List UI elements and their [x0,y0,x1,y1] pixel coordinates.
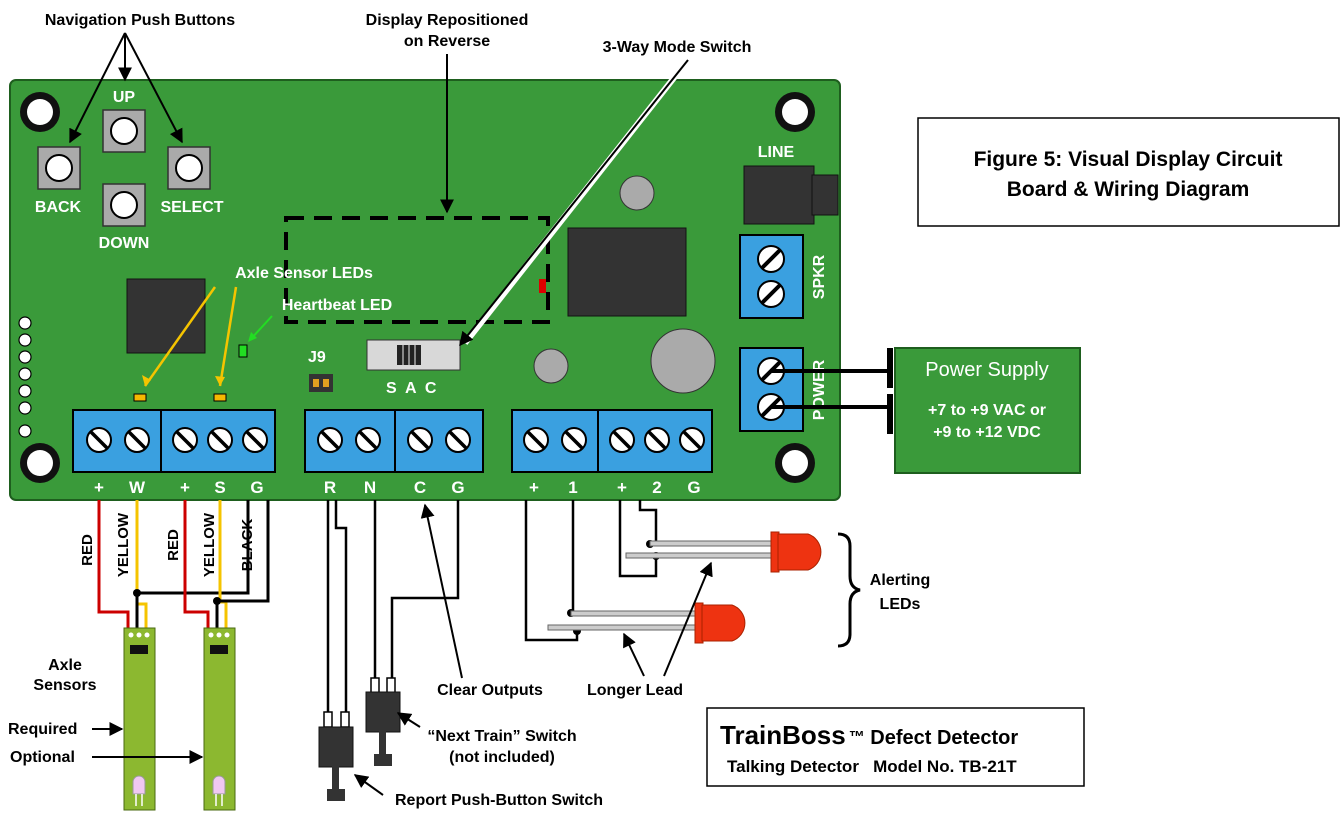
terminal-label: + [94,478,104,497]
switch-wires [326,500,460,713]
mounting-hole-icon [775,92,815,132]
line-jack[interactable] [743,165,815,225]
ic-chip [567,227,687,317]
power-supply [894,347,1081,474]
alerting-label-line2: LEDs [880,596,921,613]
select-label: SELECT [160,199,223,216]
line-label: LINE [758,144,795,161]
terminal-label: + [529,478,539,497]
terminal-label: W [129,478,146,497]
wire-label-black: BLACK [239,519,256,572]
alerting-bracket [837,532,861,648]
figure-title-box [917,117,1340,227]
optional-label: Optional [10,749,75,766]
up-button[interactable] [102,109,146,153]
axle-leds-label: Axle Sensor LEDs [235,265,373,282]
product-box [706,707,1085,787]
report-switch-label: Report Push-Button Switch [395,792,603,809]
axle-sensor-optional [203,627,236,811]
j9-label: J9 [308,349,326,366]
product-brand: TrainBoss [720,720,846,750]
terminal-label: G [250,478,263,497]
up-label: UP [113,89,136,106]
clear-outputs-label: Clear Outputs [437,682,543,699]
mounting-hole-icon [20,443,60,483]
line-jack-barrel [811,174,839,216]
terminal-label: S [214,478,225,497]
trademark: ™ [849,729,865,746]
required-label: Required [8,721,77,738]
alerting-led-2 [547,602,746,644]
figure-title-line2: Board & Wiring Diagram [1007,178,1250,201]
next-train-label-line2: (not included) [449,749,555,766]
back-label: BACK [35,199,82,216]
terminal-label: C [414,478,426,497]
mounting-hole-icon [775,443,815,483]
axle-led-1 [133,393,147,402]
power-supply-line2: +9 to +12 VDC [933,424,1041,441]
buzzer-icon [650,328,716,394]
power-supply-line1: +7 to +9 VAC or [928,402,1046,419]
display-label-line2: on Reverse [404,33,490,50]
down-label: DOWN [99,235,150,252]
wire-label-yellow-2: YELLOW [201,512,218,577]
terminal-label: + [617,478,627,497]
terminal-label: + [180,478,190,497]
mode-positions: S A C [386,380,437,397]
capacitor-icon [533,348,569,384]
report-switch [318,711,354,801]
red-smd-component [539,279,546,293]
axle-sensors-label-line1: Axle [48,657,82,674]
product-type: Defect Detector [865,727,1019,749]
terminal-label: G [687,478,700,497]
ic-chip [126,278,206,354]
mode-switch-label: 3-Way Mode Switch [603,39,752,56]
mounting-hole-icon [20,92,60,132]
mode-switch[interactable] [366,339,461,371]
alerting-label-line1: Alerting [870,572,930,589]
terminal-label: 2 [652,478,661,497]
wire-label-red-2: RED [165,529,182,561]
power-supply-wires [771,348,893,434]
j9-jumper[interactable] [309,374,333,392]
capacitor-icon [619,175,655,211]
heartbeat-label: Heartbeat LED [282,297,392,314]
axle-led-2 [213,393,227,402]
figure-title-line1: Figure 5: Visual Display Circuit [974,148,1283,171]
spkr-label: SPKR [811,254,828,299]
power-supply-title: Power Supply [925,359,1048,381]
longer-lead-label: Longer Lead [587,682,683,699]
led-wires [524,500,658,642]
axle-sensors-label-line2: Sensors [33,677,96,694]
back-button[interactable] [37,146,81,190]
alerting-led-1 [625,531,822,573]
select-button[interactable] [167,146,211,190]
terminal-label: N [364,478,376,497]
wire-label-yellow-1: YELLOW [115,512,132,577]
display-outline [284,216,550,324]
terminal-label: R [324,478,336,497]
display-label-line1: Display Repositioned [366,12,529,29]
down-button[interactable] [102,183,146,227]
terminal-label: G [451,478,464,497]
next-train-label-line1: “Next Train” Switch [427,728,576,745]
product-model: Talking Detector Model No. TB-21T [727,757,1017,776]
wire-label-red-1: RED [79,534,96,566]
heartbeat-led [238,344,248,358]
axle-sensor-required [123,627,156,811]
nav-buttons-label: Navigation Push Buttons [45,12,235,29]
next-train-switch [365,677,401,766]
terminal-label: 1 [568,478,577,497]
header-pins [18,316,32,438]
sensor-wires [97,500,270,634]
power-label: POWER [811,359,828,420]
